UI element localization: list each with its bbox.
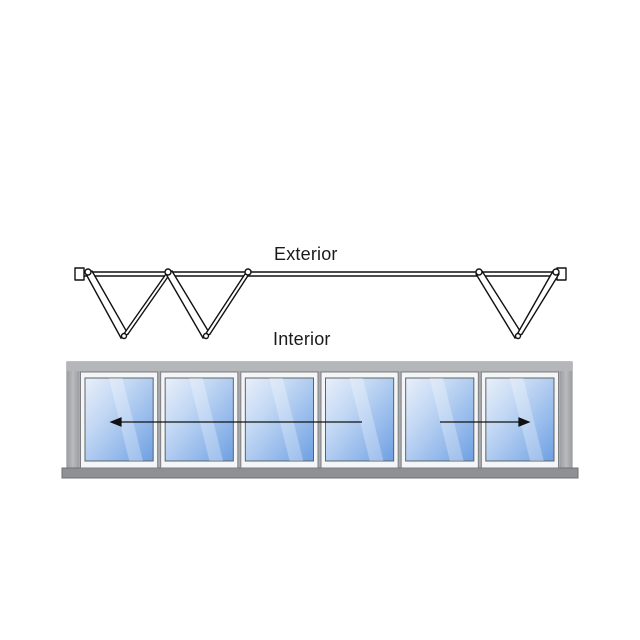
- track-line: [84, 271, 557, 277]
- glass-glare: [108, 378, 143, 461]
- glass-pane: [405, 377, 475, 462]
- glass-glare: [349, 378, 384, 461]
- glass-glare: [189, 378, 224, 461]
- glass-pane: [325, 377, 395, 462]
- glass-pane: [164, 377, 234, 462]
- left-folded-panels: [84, 268, 252, 340]
- sill: [61, 467, 579, 479]
- glass-pane: [485, 377, 555, 462]
- glass-glare: [509, 378, 544, 461]
- glass-glare: [269, 378, 304, 461]
- glass-pane: [244, 377, 314, 462]
- elevation-view: [61, 361, 579, 479]
- right-folded-panels: [475, 268, 560, 340]
- left-jamb: [74, 267, 85, 281]
- arrow-left-icon: [109, 417, 362, 427]
- exterior-label: Exterior: [274, 244, 338, 264]
- interior-label: Interior: [273, 329, 331, 349]
- plan-view: [74, 267, 567, 340]
- glass-glare: [429, 378, 464, 461]
- arrow-right-icon: [440, 417, 531, 427]
